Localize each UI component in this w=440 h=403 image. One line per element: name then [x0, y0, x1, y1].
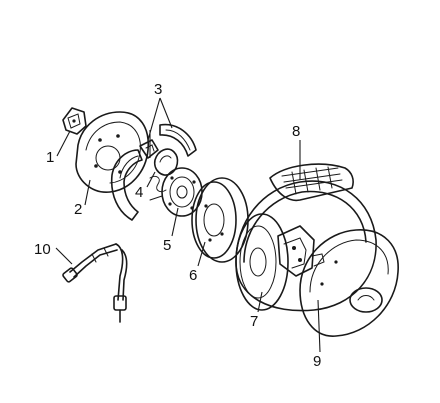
- part-8-caliper-cover: [269, 163, 354, 202]
- part-1-bracket: [62, 107, 87, 135]
- callout-6: 6: [189, 267, 197, 284]
- callout-2: 2: [74, 201, 82, 218]
- part-5-hub: [149, 167, 203, 217]
- callout-10: 10: [34, 241, 51, 258]
- callout-8: 8: [292, 123, 300, 140]
- part-7-drum: [235, 180, 377, 312]
- part-6-disc: [191, 177, 249, 263]
- part-9-dust-shield: [299, 229, 399, 337]
- callout-9: 9: [313, 353, 321, 370]
- part-10-brake-hose: [62, 243, 128, 323]
- callout-7: 7: [250, 313, 258, 330]
- leader-lines: [55, 97, 321, 353]
- callout-labels: 1 2 3 4 5 6 7 8 9 10: [34, 81, 321, 370]
- callout-1: 1: [46, 149, 54, 166]
- part-3-brake-shoes: [110, 123, 197, 221]
- part-4-wheel-cylinder: [149, 148, 179, 193]
- callout-5: 5: [163, 237, 171, 254]
- callout-3: 3: [154, 81, 162, 98]
- callout-4: 4: [135, 184, 143, 201]
